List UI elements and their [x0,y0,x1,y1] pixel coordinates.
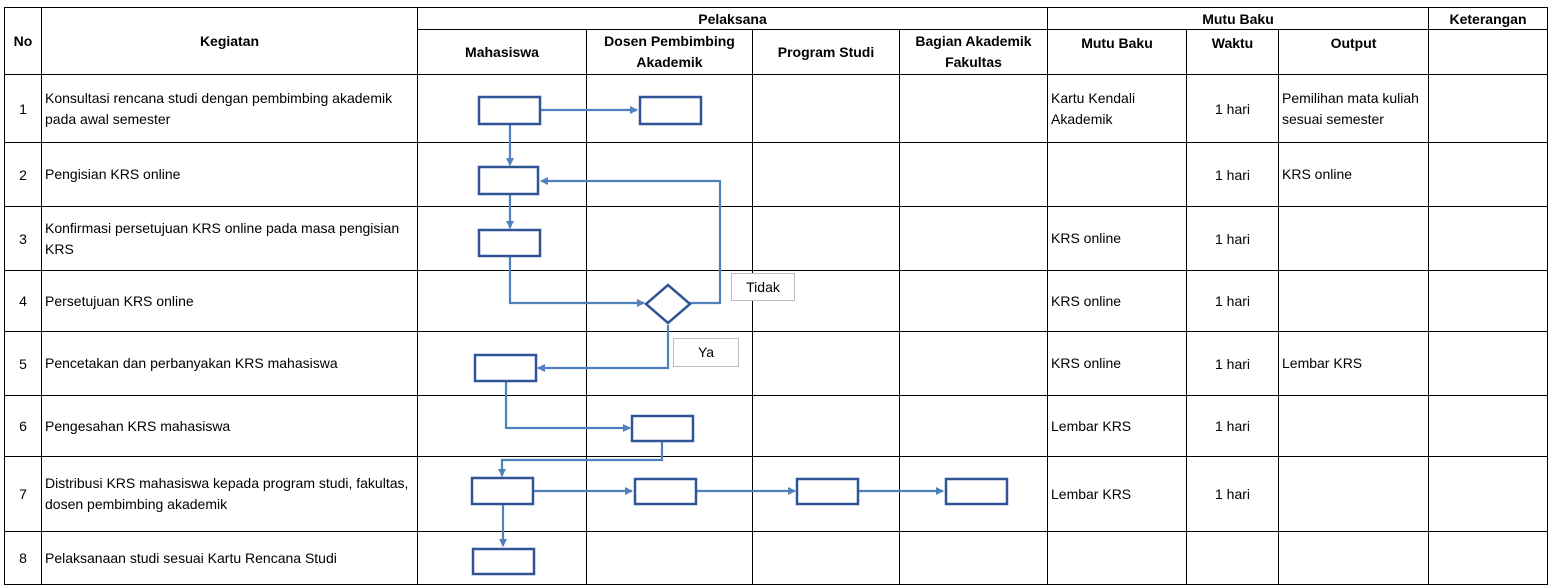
table-row: 1 Konsultasi rencana studi dengan pembim… [4,74,1548,143]
table-row: 2 Pengisian KRS online 1 hari KRS online [4,142,1548,207]
row-keterangan [1428,206,1548,271]
row-keterangan [1428,74,1548,143]
row-output: Lembar KRS [1278,331,1429,396]
header-kegiatan: Kegiatan [41,7,418,75]
row-keterangan [1428,456,1548,532]
header-mahasiswa: Mahasiswa [417,29,587,75]
row-no: 4 [4,270,42,332]
row-kegiatan: Pencetakan dan perbanyakan KRS mahasiswa [41,331,418,396]
row-output [1278,270,1429,332]
row-kegiatan: Pengesahan KRS mahasiswa [41,395,418,457]
row-keterangan [1428,395,1548,457]
row-keterangan [1428,531,1548,585]
row-keterangan [1428,270,1548,332]
row-waktu: 1 hari [1186,206,1279,271]
row-no: 3 [4,206,42,271]
row-output: KRS online [1278,142,1429,207]
row-no: 5 [4,331,42,396]
row-output [1278,531,1429,585]
row-waktu: 1 hari [1186,456,1279,532]
row-keterangan [1428,142,1548,207]
decision-label-ya: Ya [673,338,739,367]
row-waktu: 1 hari [1186,270,1279,332]
row-kegiatan: Distribusi KRS mahasiswa kepada program … [41,456,418,532]
row-waktu: 1 hari [1186,331,1279,396]
table-row: 7 Distribusi KRS mahasiswa kepada progra… [4,456,1548,532]
row-output [1278,395,1429,457]
row-kegiatan: Persetujuan KRS online [41,270,418,332]
row-no: 2 [4,142,42,207]
header-pelaksana: Pelaksana [417,7,1048,30]
row-no: 6 [4,395,42,457]
row-mutu [1047,142,1187,207]
header-mutu-baku: Mutu Baku [1047,29,1187,75]
row-mutu: KRS online [1047,270,1187,332]
header-output: Output [1278,29,1429,75]
row-mutu: KRS online [1047,206,1187,271]
table-row: 3 Konfirmasi persetujuan KRS online pada… [4,206,1548,271]
header-program-studi: Program Studi [752,29,900,75]
row-mutu: Lembar KRS [1047,456,1187,532]
row-kegiatan: Pengisian KRS online [41,142,418,207]
row-mutu: KRS online [1047,331,1187,396]
header-dosen-pa: Dosen Pembimbing Akademik [586,29,753,75]
header-bagian-akademik: Bagian Akademik Fakultas [899,29,1048,75]
header-mutu-baku-group: Mutu Baku [1047,7,1429,30]
header-keterangan-empty [1428,29,1548,75]
table-row: 6 Pengesahan KRS mahasiswa Lembar KRS 1 … [4,395,1548,457]
header-waktu: Waktu [1186,29,1279,75]
row-kegiatan: Konfirmasi persetujuan KRS online pada m… [41,206,418,271]
sop-table: No Kegiatan Pelaksana Mutu Baku Keterang… [4,7,1548,585]
row-output [1278,206,1429,271]
row-waktu: 1 hari [1186,395,1279,457]
table-row: 5 Pencetakan dan perbanyakan KRS mahasis… [4,331,1548,396]
row-waktu: 1 hari [1186,74,1279,143]
row-mutu [1047,531,1187,585]
row-output [1278,456,1429,532]
decision-label-tidak: Tidak [731,273,795,301]
table-row: 8 Pelaksanaan studi sesuai Kartu Rencana… [4,531,1548,585]
row-no: 7 [4,456,42,532]
header-keterangan: Keterangan [1428,7,1548,30]
row-waktu [1186,531,1279,585]
row-keterangan [1428,331,1548,396]
row-mutu: Lembar KRS [1047,395,1187,457]
row-kegiatan: Pelaksanaan studi sesuai Kartu Rencana S… [41,531,418,585]
header-row-1: No Kegiatan Pelaksana Mutu Baku Keterang… [4,7,1548,75]
row-mutu: Kartu Kendali Akademik [1047,74,1187,143]
row-kegiatan: Konsultasi rencana studi dengan pembimbi… [41,74,418,143]
row-no: 8 [4,531,42,585]
row-output: Pemilihan mata kuliah sesuai semester [1278,74,1429,143]
row-no: 1 [4,74,42,143]
row-waktu: 1 hari [1186,142,1279,207]
header-no: No [4,7,42,75]
